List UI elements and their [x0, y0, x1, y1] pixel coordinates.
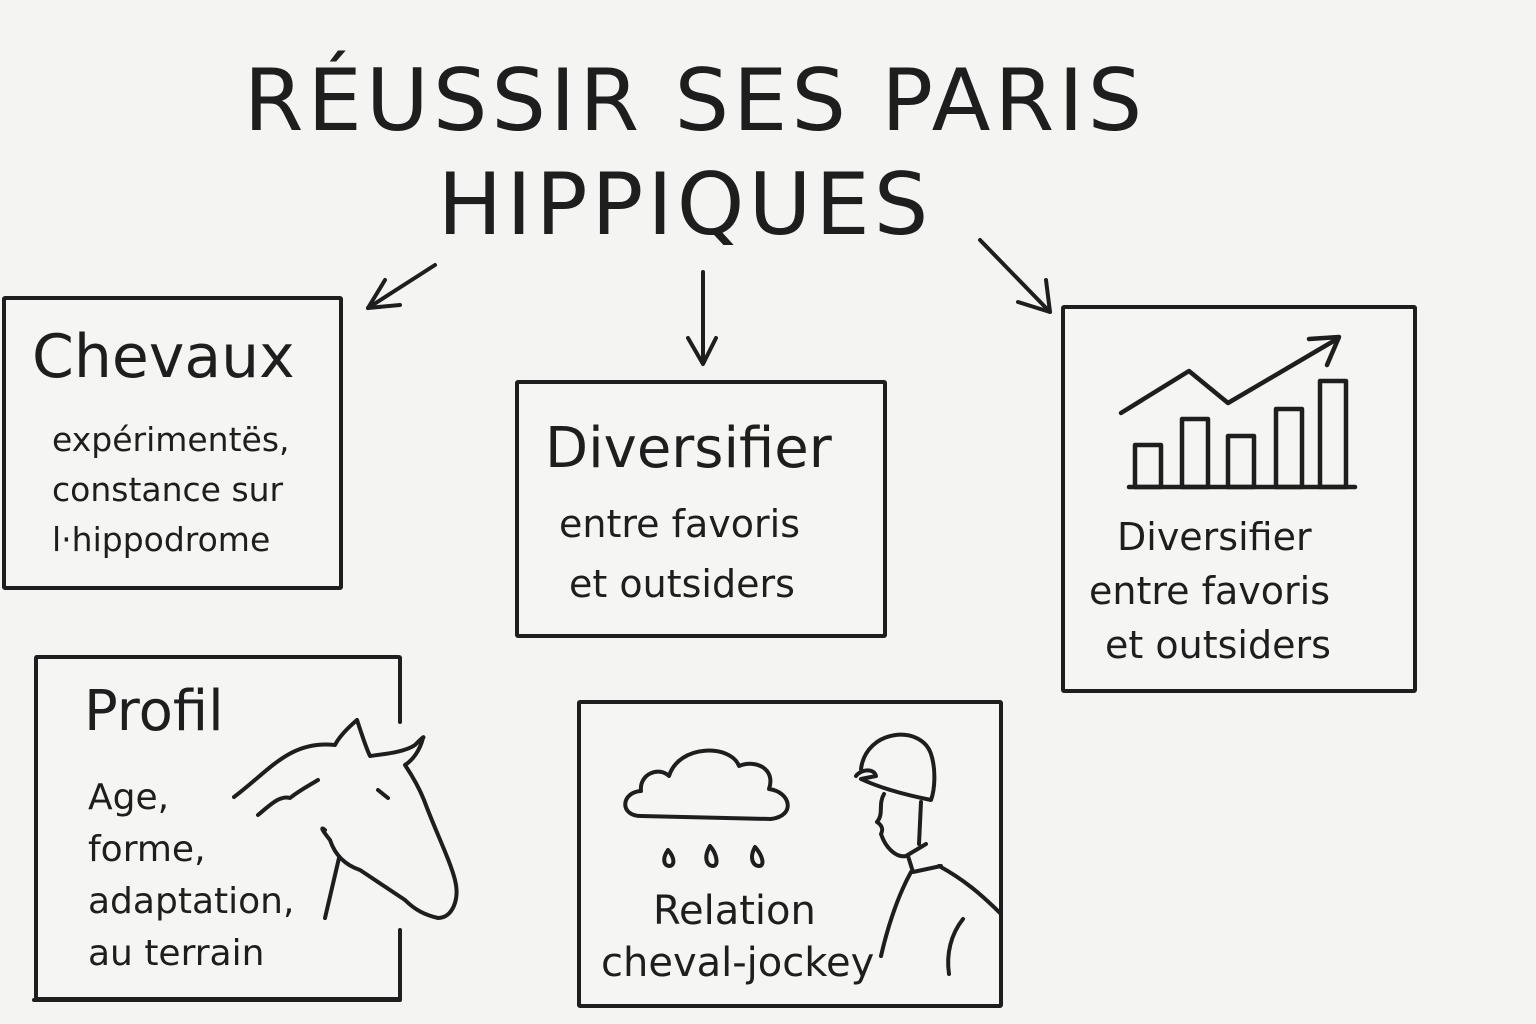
card-diversifier-right: Diversifier entre favoris et outsiders [1061, 305, 1417, 693]
bar-chart-trend-icon [1118, 334, 1358, 490]
card-right-line-1: Diversifier [1117, 515, 1312, 559]
card-diversifier-line-1: entre favoris [559, 502, 800, 546]
card-diversifier-center: Diversifier entre favoris et outsiders [515, 380, 887, 638]
card-diversifier-heading: Diversifier [545, 416, 832, 481]
card-profil-line-2: forme, [88, 829, 206, 870]
card-profil-line-4: au terrain [88, 933, 265, 974]
jockey-icon [854, 732, 1001, 976]
card-relation-line-1: Relation [653, 888, 816, 934]
title-line-2: HIPPIQUES [437, 155, 933, 255]
card-chevaux-line-3: l·hippodrome [52, 520, 271, 559]
card-chevaux: Chevaux expérimentës, constance sur l·hi… [2, 296, 343, 590]
card-profil-heading: Profil [84, 679, 224, 744]
card-chevaux-heading: Chevaux [32, 322, 295, 392]
card-relation: Relation cheval-jockey [577, 700, 1003, 1008]
card-chevaux-line-1: expérimentës, [52, 420, 290, 459]
arrow-right [978, 238, 1052, 314]
card-chevaux-line-2: constance sur [52, 470, 284, 509]
card-profil: Profil Age, forme, adaptation, au terrai… [34, 655, 402, 1001]
card-diversifier-line-2: et outsiders [569, 562, 795, 606]
arrow-left [366, 263, 437, 310]
card-relation-line-2: cheval-jockey [601, 940, 875, 986]
card-profil-line-3: adaptation, [88, 881, 295, 922]
title-line-1: RÉUSSIR SES PARIS [243, 51, 1147, 151]
card-right-line-3: et outsiders [1105, 623, 1331, 667]
card-profil-line-1: Age, [88, 777, 170, 818]
rain-cloud-icon [623, 748, 790, 868]
card-right-line-2: entre favoris [1089, 569, 1330, 613]
